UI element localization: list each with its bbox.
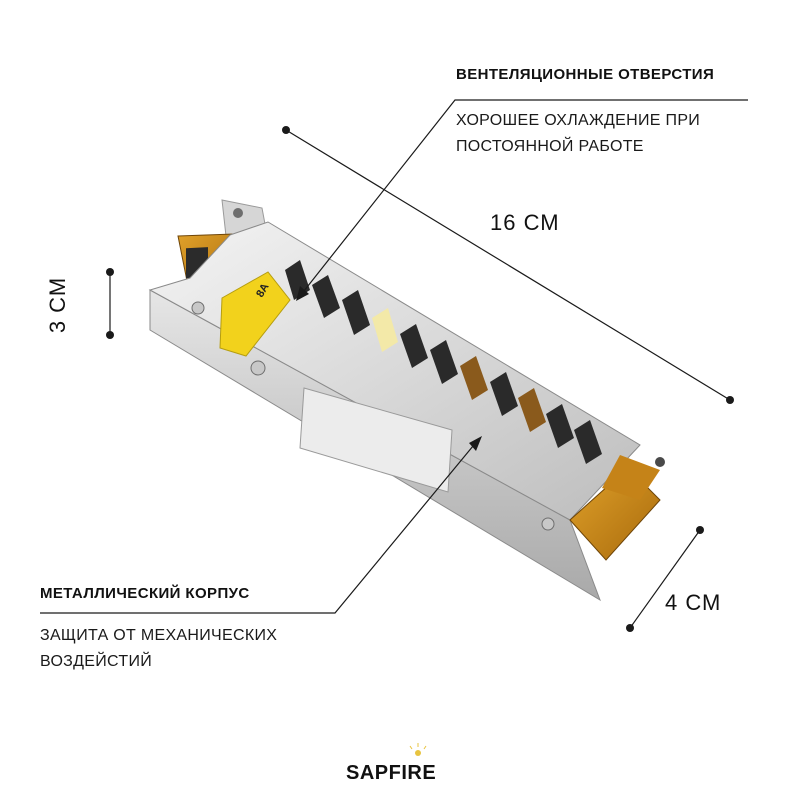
case-leader-line — [40, 439, 479, 614]
vents-arrowhead — [296, 286, 309, 301]
vents-callout-text: ХОРОШЕЕ ОХЛАЖДЕНИЕ ПРИ ПОСТОЯННОЙ РАБОТЕ — [456, 112, 701, 155]
vents-leader-line — [299, 99, 748, 297]
case-callout-title: МЕТАЛЛИЧЕСКИЙ КОРПУС — [40, 585, 250, 602]
length-dimension-line — [285, 129, 731, 401]
height-dimension-label: 3 СМ — [45, 276, 71, 334]
lightbulb-icon — [409, 743, 427, 756]
width-dimension-line — [629, 529, 701, 629]
width-dim-start — [696, 526, 704, 534]
mount-hole-left — [233, 208, 243, 218]
right-terminal-top — [602, 455, 660, 500]
case-arrowhead — [469, 436, 482, 451]
width-dim-end — [626, 624, 634, 632]
length-dimension-label: 16 СМ — [490, 210, 560, 235]
height-dim-end — [106, 331, 114, 339]
vents-callout-title: ВЕНТЕЛЯЦИОННЫЕ ОТВЕРСТИЯ — [456, 66, 715, 83]
width-dimension-label: 4 СМ — [665, 590, 722, 615]
mount-hole-right — [655, 457, 665, 467]
spec-sticker — [299, 387, 453, 493]
case-callout-text: ЗАЩИТА ОТ МЕХАНИЧЕСКИХ ВОЗДЕЙСТИЙ — [40, 627, 278, 670]
power-supply-image: 8A — [148, 199, 665, 602]
screw-left — [191, 301, 205, 315]
length-dim-end — [726, 396, 734, 404]
screw-right — [541, 517, 555, 531]
brand-logo: SAPFIRE — [346, 762, 437, 784]
height-dim-start — [106, 268, 114, 276]
yellow-label — [219, 271, 291, 357]
length-dim-start — [282, 126, 290, 134]
screw-middle — [250, 360, 266, 376]
